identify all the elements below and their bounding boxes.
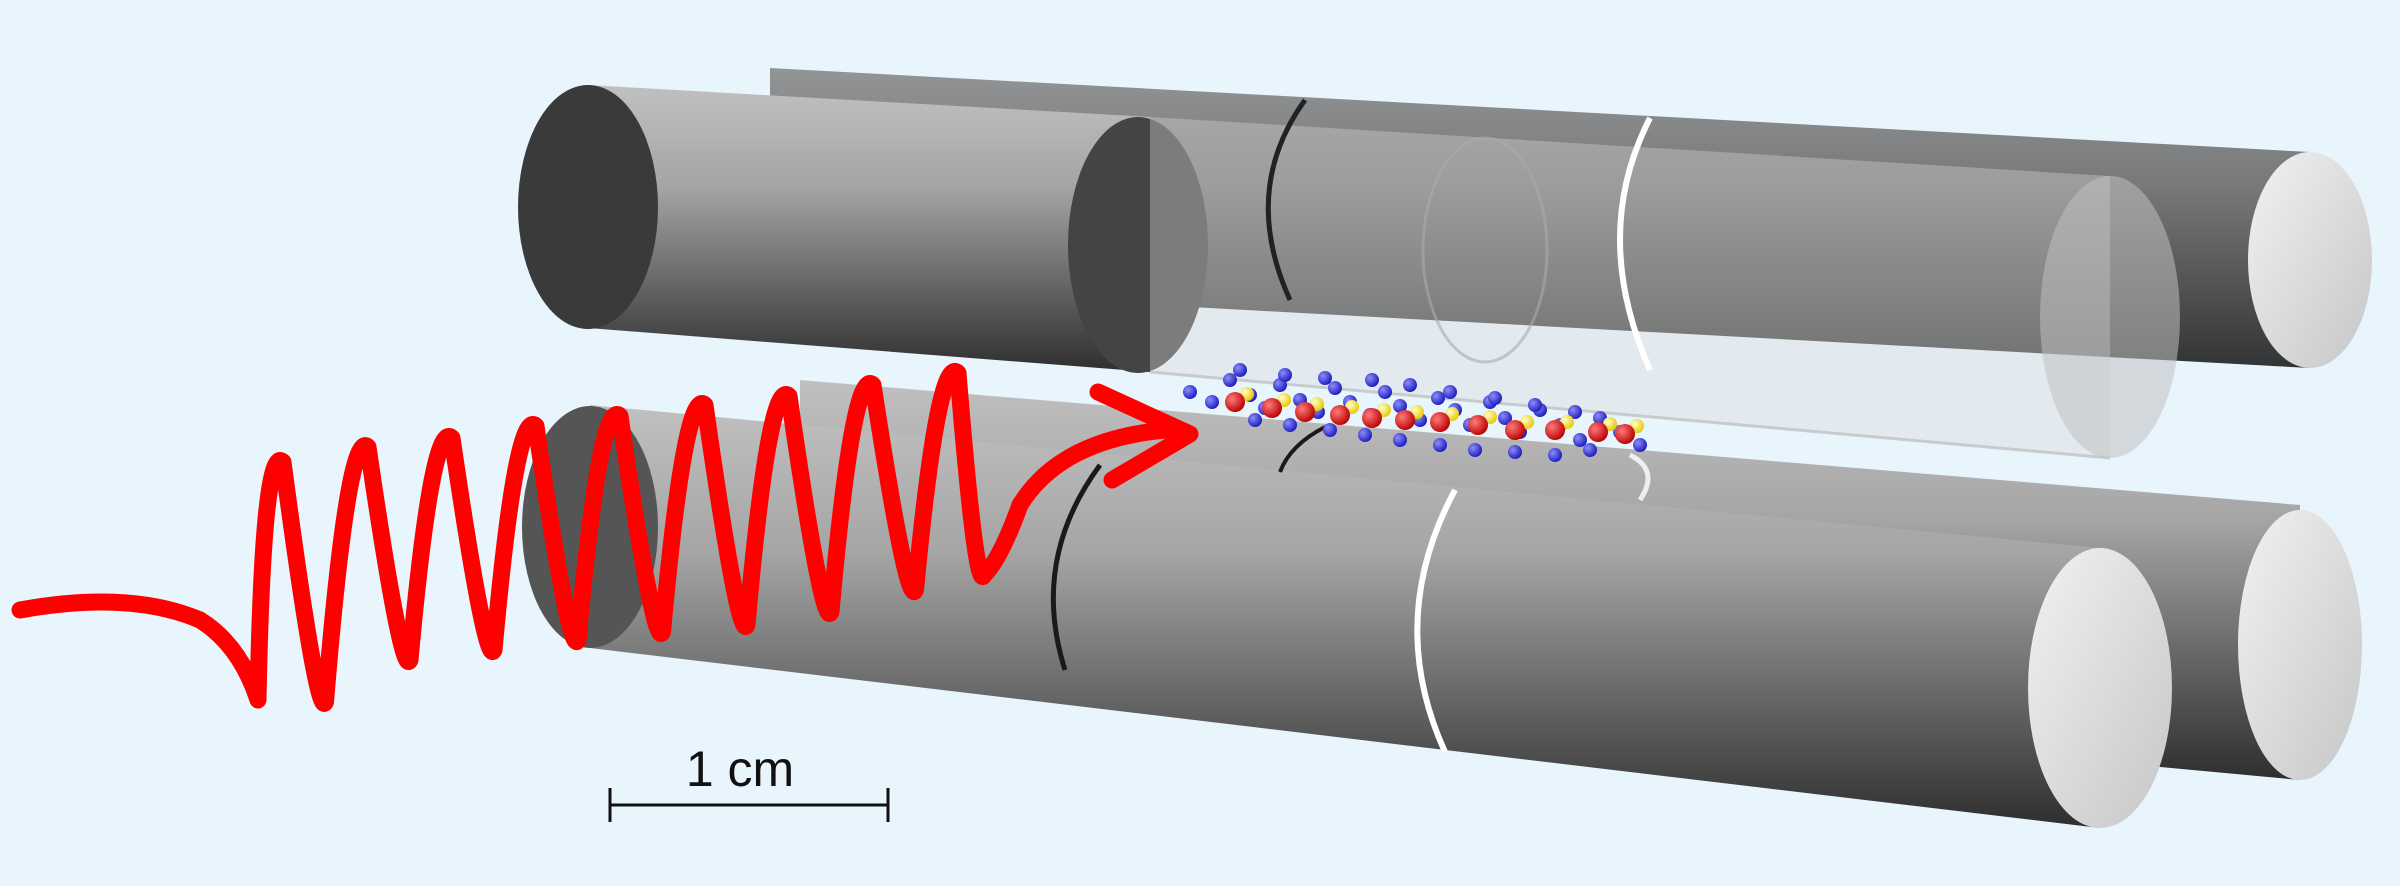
blue-ion: [1283, 418, 1297, 432]
blue-ion: [1248, 413, 1262, 427]
red-ion: [1395, 410, 1415, 430]
laser-beam: [11, 363, 1199, 712]
blue-ion: [1548, 448, 1562, 462]
rod-end-face: [2028, 548, 2172, 828]
ion-cloud: [1183, 363, 1647, 462]
blue-ion: [1393, 433, 1407, 447]
red-ion: [1295, 402, 1315, 422]
blue-ion: [1318, 371, 1332, 385]
rod-start-face: [518, 85, 658, 329]
blue-ion: [1568, 405, 1582, 419]
blue-ion: [1323, 423, 1337, 437]
red-ion: [1615, 424, 1635, 444]
blue-ion: [1393, 399, 1407, 413]
blue-ion: [1378, 385, 1392, 399]
red-ion: [1262, 398, 1282, 418]
rod-segment-face: [1068, 117, 1208, 373]
red-ion: [1545, 420, 1565, 440]
blue-ion: [1328, 381, 1342, 395]
blue-ion: [1573, 433, 1587, 447]
blue-ion: [1431, 391, 1445, 405]
blue-ion: [1365, 373, 1379, 387]
blue-ion: [1488, 391, 1502, 405]
rod-front-upper: [518, 85, 2180, 460]
blue-ion: [1433, 438, 1447, 452]
red-ion: [1225, 392, 1245, 412]
rod-segment-gap: [1278, 425, 1326, 473]
rod-segment-gap: [1414, 488, 1458, 754]
scale-bar-label: 1 cm: [686, 741, 794, 797]
red-ion: [1588, 422, 1608, 442]
rod-end-face: [2248, 152, 2372, 368]
red-ion: [1430, 412, 1450, 432]
red-ion: [1362, 408, 1382, 428]
rod-segment-gap: [1628, 452, 1651, 502]
rod-segment-gap: [1050, 463, 1103, 671]
rod-end-face: [2040, 176, 2180, 458]
red-ion: [1468, 415, 1488, 435]
rod-transparent-section: [1150, 117, 2110, 458]
blue-ion: [1583, 443, 1597, 457]
blue-ion: [1633, 438, 1647, 452]
red-ion: [1505, 420, 1525, 440]
blue-ion: [1183, 385, 1197, 399]
blue-ion: [1528, 398, 1542, 412]
red-ion: [1330, 405, 1350, 425]
blue-ion: [1498, 411, 1512, 425]
rod-segment-gap: [1617, 116, 1653, 372]
blue-ion: [1468, 443, 1482, 457]
rod-end-face: [2238, 510, 2362, 780]
scale-bar: 1 cm: [608, 741, 890, 822]
blue-ion: [1205, 395, 1219, 409]
blue-ion: [1223, 373, 1237, 387]
blue-ion: [1278, 368, 1292, 382]
rod-segment-gap: [1265, 98, 1308, 302]
laser-arrowhead: [1089, 383, 1199, 489]
blue-ion: [1358, 428, 1372, 442]
blue-ion: [1233, 363, 1247, 377]
blue-ion: [1508, 445, 1522, 459]
blue-ion: [1443, 385, 1457, 399]
blue-ion: [1403, 378, 1417, 392]
